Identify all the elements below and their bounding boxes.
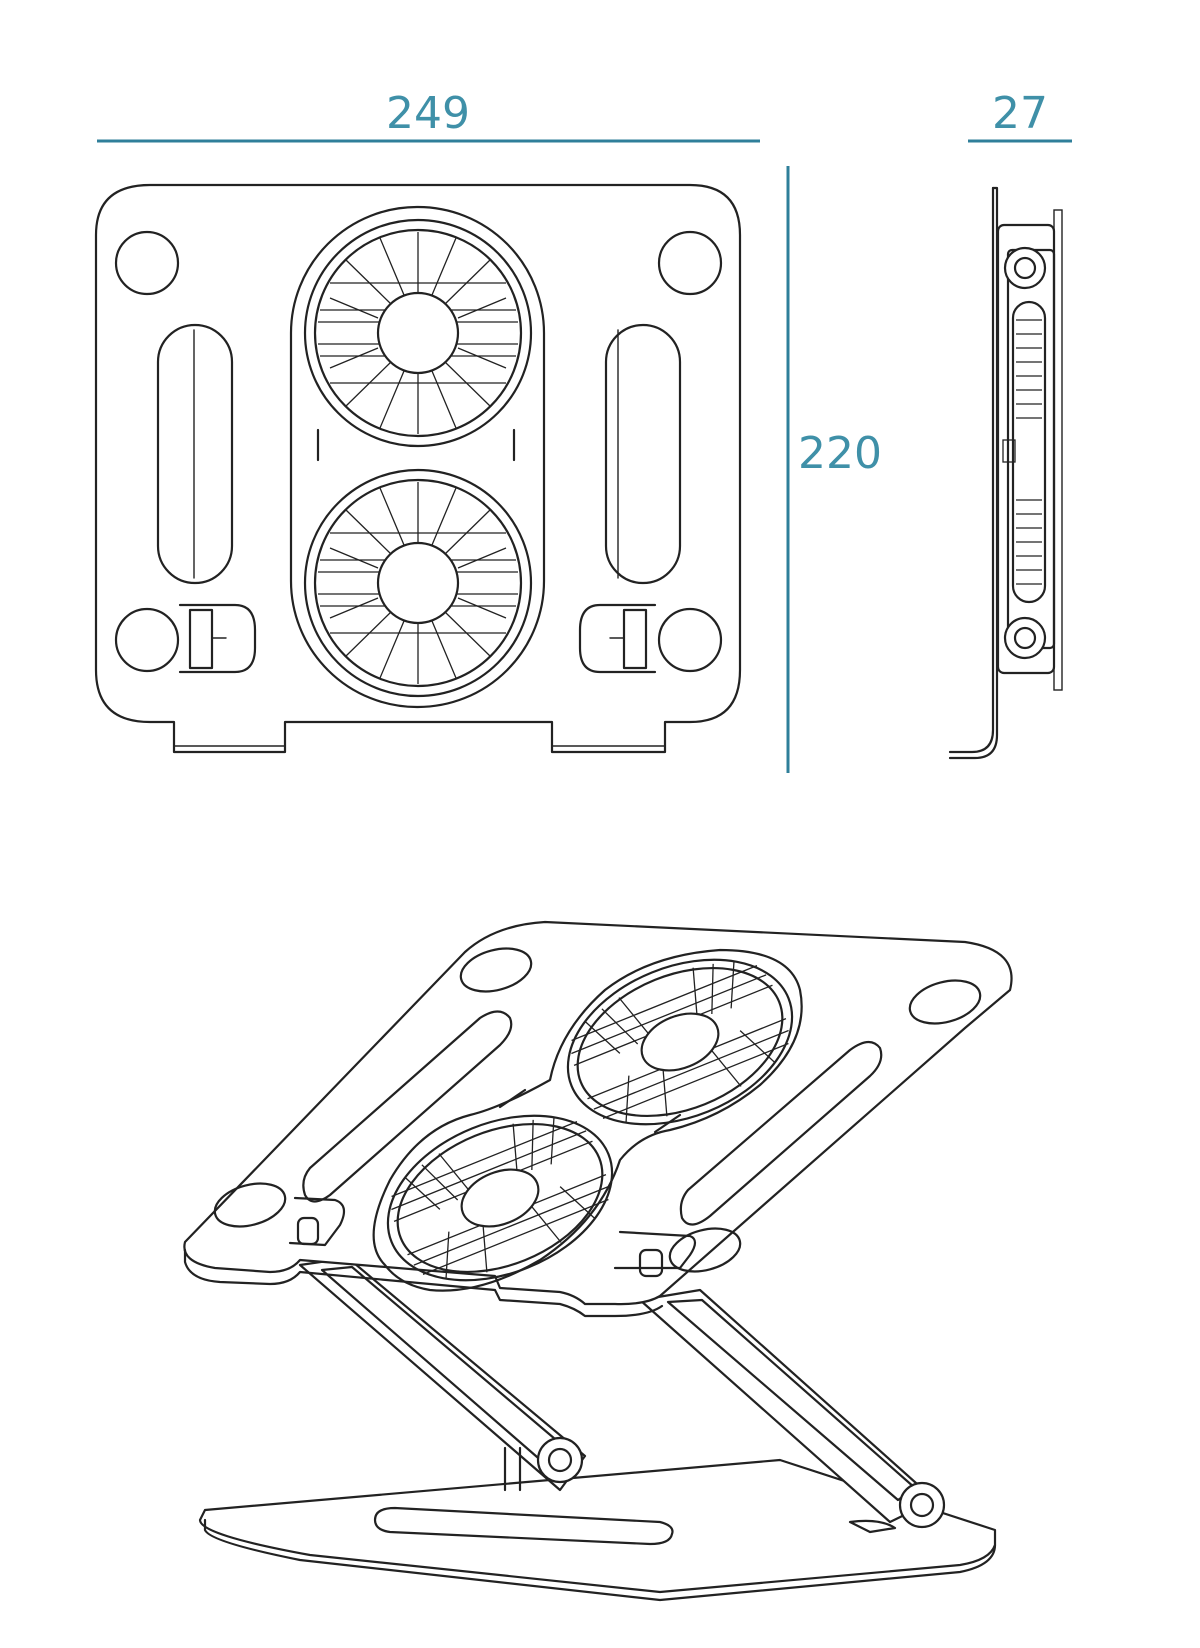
- iso-corner-hole-4: [668, 1227, 742, 1273]
- side-arm-slot: [1011, 300, 1047, 604]
- isometric-view: [183, 920, 1013, 1602]
- depth-dimension-label: 27: [992, 88, 1048, 139]
- depth-dimension: 27: [968, 88, 1072, 143]
- front-plate-outline: [94, 183, 742, 754]
- width-dimension-label: 249: [386, 88, 470, 139]
- front-fan-housing: [289, 205, 546, 709]
- side-view: [948, 186, 1063, 760]
- iso-arm-right: [638, 1288, 946, 1534]
- side-pivot-top-bolt: [1013, 256, 1037, 280]
- iso-base-slot: [373, 1506, 674, 1546]
- iso-hinge-clip-left: [288, 1196, 346, 1247]
- front-corner-hole-top-right: [657, 230, 723, 296]
- side-fan-fins: [1002, 319, 1042, 585]
- iso-base-plate: [198, 1458, 997, 1602]
- front-corner-hole-bottom-right: [657, 607, 723, 673]
- side-pivot-bottom-bolt: [1013, 626, 1037, 650]
- side-plate-inner-edge: [948, 186, 995, 754]
- iso-hinge-clip-right: [613, 1230, 697, 1270]
- front-slot-left: [156, 323, 234, 585]
- front-view: [94, 183, 742, 754]
- iso-fan-top: [566, 958, 794, 1126]
- iso-arm-right-pivot: [898, 1481, 946, 1529]
- side-plate: [948, 186, 999, 760]
- iso-fan-bottom: [386, 1114, 614, 1282]
- iso-corner-hole-2: [908, 979, 982, 1025]
- iso-arm-left-pivot: [536, 1436, 584, 1484]
- side-pivot-top: [1003, 246, 1047, 290]
- iso-arm-left: [298, 1256, 587, 1492]
- width-dimension: 249: [97, 88, 760, 143]
- side-pivot-bottom: [1003, 616, 1047, 660]
- front-fan-top: [303, 218, 533, 448]
- iso-corner-hole-1: [459, 947, 533, 993]
- iso-fan-housing: [372, 948, 803, 1292]
- front-corner-hole-bottom-left: [114, 607, 180, 673]
- front-fan-bottom: [303, 468, 533, 698]
- height-dimension: 220: [786, 166, 882, 773]
- iso-slot-right: [679, 1040, 883, 1226]
- front-hinge-clip-right: [578, 603, 657, 674]
- front-corner-hole-top-left: [114, 230, 180, 296]
- front-slot-right: [604, 323, 682, 585]
- height-dimension-label: 220: [798, 428, 882, 479]
- front-hinge-clip-left: [178, 603, 257, 674]
- iso-corner-hole-3: [213, 1182, 287, 1228]
- side-base-edge: [1053, 209, 1063, 691]
- iso-slot-left: [302, 1010, 513, 1203]
- iso-top-plate: [183, 920, 1013, 1318]
